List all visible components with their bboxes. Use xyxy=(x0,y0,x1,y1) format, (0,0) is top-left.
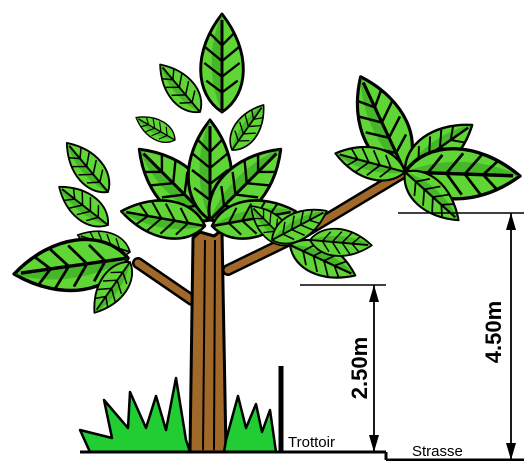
tree-trunk xyxy=(190,230,226,452)
dimension-low: 2.50m xyxy=(300,285,386,452)
tree-foliage xyxy=(11,14,521,321)
street-label: Strasse xyxy=(412,443,463,460)
height-low-label: 2.50m xyxy=(347,337,372,399)
grass xyxy=(80,378,276,452)
sidewalk-label: Trottoir xyxy=(288,434,335,451)
dimension-high: 4.50m xyxy=(398,213,524,460)
height-high-label: 4.50m xyxy=(481,301,506,363)
